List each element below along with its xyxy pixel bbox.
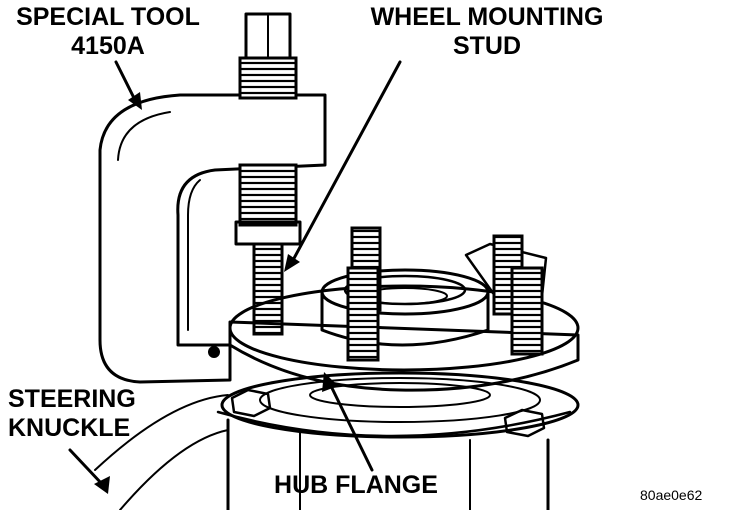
hub-flange-label: HUB FLANGE: [274, 471, 438, 499]
wheel-stud-front: [346, 266, 380, 362]
special-tool-label: SPECIAL TOOL 4150A: [0, 3, 216, 61]
bearing-ring: [220, 371, 580, 439]
steering-knuckle-label-line1: STEERING: [8, 385, 136, 413]
wheel-mounting-stud-label-line2: STUD: [452, 32, 522, 60]
arrow-steering-knuckle: [68, 448, 110, 494]
arrow-wheel-stud: [284, 60, 402, 272]
arrow-hub-flange: [322, 372, 374, 472]
arrow-special-tool: [114, 60, 142, 110]
wheel-mounting-stud-label-line1: WHEEL MOUNTING: [370, 3, 604, 31]
special-tool-label-line1: SPECIAL TOOL: [16, 3, 200, 31]
special-tool-label-line2: 4150A: [71, 32, 145, 60]
knuckle-bolt-left: [230, 388, 272, 418]
knuckle-bolt-right: [503, 408, 546, 438]
hub-flange: [228, 242, 580, 392]
forcing-screw: [234, 12, 302, 336]
wheel-mounting-stud-label: WHEEL MOUNTING STUD: [356, 3, 618, 61]
figure-code: 80ae0e62: [640, 487, 703, 503]
steering-knuckle-label-line2: KNUCKLE: [8, 414, 131, 442]
special-tool-c-frame: [98, 93, 327, 384]
wheel-stud-right: [510, 266, 544, 356]
steering-knuckle-label: STEERING KNUCKLE: [8, 385, 158, 443]
